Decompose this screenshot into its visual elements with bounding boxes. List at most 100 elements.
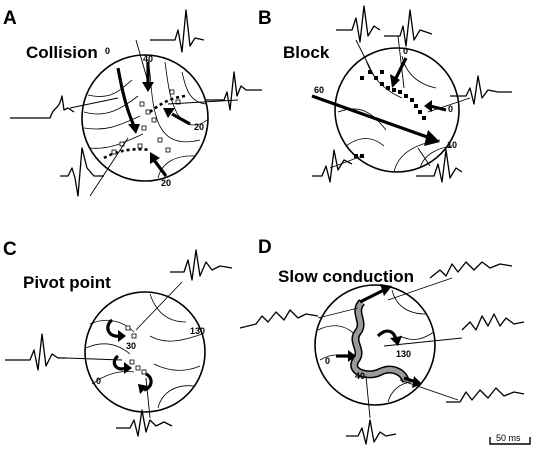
isochrone-label: 60 xyxy=(314,85,324,95)
electrogram-lead xyxy=(167,99,239,105)
panel-d-title: Slow conduction xyxy=(278,267,414,286)
electrogram-trace xyxy=(170,249,233,281)
block-site xyxy=(380,70,384,74)
isochrone-label: 130 xyxy=(396,349,411,359)
electrogram-trace xyxy=(5,333,66,371)
electrogram-trace xyxy=(446,387,525,403)
electrogram-trace xyxy=(10,95,75,119)
arrowhead xyxy=(424,130,440,146)
activation-arrow xyxy=(394,57,408,79)
block-site xyxy=(360,76,364,80)
isochrone xyxy=(83,115,141,130)
slow-conduction-channel-fill xyxy=(351,300,409,383)
isochrone xyxy=(149,293,187,323)
isochrone-label: 0 xyxy=(448,104,453,114)
electrogram-trace xyxy=(206,71,262,111)
electrode-site xyxy=(157,137,163,143)
electrode-site xyxy=(129,359,135,365)
isochrone xyxy=(157,155,197,179)
electrogram-lead xyxy=(65,357,123,361)
isochrone-label: 40 xyxy=(355,371,365,381)
panel-a-title: Collision xyxy=(26,43,98,62)
isochrone xyxy=(391,289,427,315)
electrode-site xyxy=(169,89,175,95)
isochrone xyxy=(87,79,133,97)
electrogram-trace xyxy=(60,147,104,197)
isochrone-label: 0 xyxy=(403,46,408,56)
block-site xyxy=(392,88,396,92)
electrogram-lead xyxy=(329,155,363,169)
isochrone xyxy=(345,138,385,147)
panel-b-map xyxy=(311,47,460,173)
electrogram-trace xyxy=(461,313,525,331)
activation-arrow xyxy=(429,104,447,112)
scale-bar: 50 ms xyxy=(489,433,531,445)
electrogram-lead xyxy=(135,39,149,83)
isochrone xyxy=(399,331,435,340)
arrowhead xyxy=(348,350,356,362)
block-line xyxy=(103,147,151,160)
electrode-site xyxy=(125,325,131,331)
panel-a: A Collision xyxy=(3,8,262,197)
arrowhead xyxy=(128,124,140,134)
panel-d: D Slow conduction 130 0 40 xyxy=(239,237,525,445)
block-site xyxy=(418,110,422,114)
activation-arrow xyxy=(152,159,168,177)
block-line xyxy=(149,94,186,114)
electrogram-trace xyxy=(450,75,512,105)
isochrone-label: 20 xyxy=(161,178,171,188)
electrogram-lead xyxy=(317,307,359,319)
electrogram-lead xyxy=(427,97,471,113)
activation-arrow xyxy=(359,288,385,304)
scale-bar-line xyxy=(489,437,531,445)
isochrone-label: 0 xyxy=(96,376,101,386)
electrogram-lead xyxy=(145,377,151,419)
arrowhead xyxy=(163,108,175,118)
isochrone xyxy=(83,95,139,115)
electrogram-lead xyxy=(383,337,463,347)
electrode-site xyxy=(141,125,147,131)
isochrone xyxy=(157,385,195,409)
pivot-arrow xyxy=(112,354,127,371)
isochrone xyxy=(85,343,131,355)
activation-arrow xyxy=(311,94,431,140)
electrogram-lead xyxy=(365,375,371,419)
electrode-site xyxy=(139,101,145,107)
electrogram-trace xyxy=(312,149,353,183)
electrogram-lead xyxy=(135,281,183,331)
isochrone xyxy=(401,55,437,89)
electrode-site xyxy=(141,369,147,375)
scale-bar-label: 50 ms xyxy=(496,433,521,443)
isochrone xyxy=(149,333,203,342)
electrogram-lead xyxy=(399,379,459,401)
isochrone-label: 20 xyxy=(194,122,204,132)
electrode-site xyxy=(151,117,157,123)
electrode-site xyxy=(145,109,151,115)
electrogram-trace xyxy=(429,261,513,279)
isochrone xyxy=(181,71,207,105)
isochrone-label: 0 xyxy=(325,356,330,366)
block-site xyxy=(398,90,402,94)
pivot-arrow xyxy=(106,318,121,338)
arrowhead xyxy=(142,82,154,92)
panel-b-circle xyxy=(334,47,460,173)
electrogram-trace xyxy=(336,5,381,43)
isochrone xyxy=(337,108,387,131)
electrode-site xyxy=(131,333,137,339)
arrowhead xyxy=(390,336,402,346)
electrogram-trace xyxy=(384,9,433,47)
isochrone xyxy=(91,371,135,385)
electrogram-lead xyxy=(417,147,431,167)
isochrone xyxy=(147,59,201,143)
electrogram-lead xyxy=(89,137,129,197)
block-site xyxy=(354,154,358,158)
panel-c-circle xyxy=(84,291,206,413)
electrogram-trace xyxy=(239,309,319,329)
isochrone xyxy=(153,363,201,371)
arrowhead xyxy=(138,384,148,394)
block-site xyxy=(374,76,378,80)
block-site xyxy=(368,70,372,74)
isochrone xyxy=(89,133,144,149)
panel-a-circle xyxy=(81,54,209,182)
